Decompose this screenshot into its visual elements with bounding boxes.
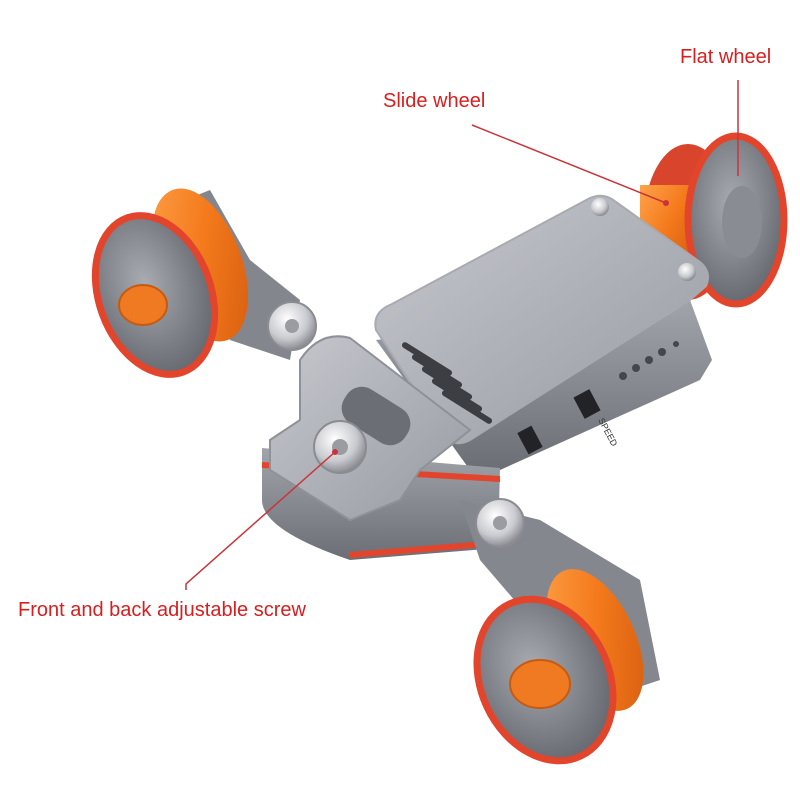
- left-wheel: [91, 188, 300, 378]
- left-wheel-knob-icon: [118, 284, 168, 326]
- indicator-lights: [619, 341, 679, 380]
- vent-slots: [401, 342, 493, 424]
- base-plate-orange-stripe-low: [350, 540, 498, 558]
- adjustment-slot: [341, 386, 411, 446]
- slide-wheel-leader-dot: [663, 200, 669, 206]
- adjustable-screw-label: Front and back adjustable screw: [18, 599, 306, 621]
- bottom-arm-screw-socket-icon: [493, 516, 507, 530]
- slide-wheel-label: Slide wheel: [383, 90, 486, 112]
- base-plate: [262, 335, 500, 560]
- direction-switch: [517, 425, 543, 455]
- left-arm-screw-socket-icon: [285, 319, 299, 333]
- flat-wheel-hub-center: [722, 186, 762, 258]
- flat-wheel-label: Flat wheel: [680, 46, 772, 68]
- flat-wheel-rim-front: [684, 132, 788, 308]
- adjustable-screw-leader-dot: [332, 449, 338, 455]
- housing-screw-right-icon: [678, 263, 696, 281]
- leader-lines: [185, 80, 739, 590]
- speed-switch: [573, 389, 601, 419]
- speed-switch-label: SPEED: [596, 416, 619, 448]
- housing-screw-top-icon: [591, 198, 609, 216]
- bottom-wheel: [460, 500, 660, 765]
- left-wheel-rim: [91, 212, 219, 378]
- bottom-wheel-rim: [473, 595, 617, 765]
- bottom-wheel-knob-icon: [509, 659, 571, 709]
- adjustable-screw-leader: [185, 451, 336, 590]
- slide-wheel-leader: [471, 124, 667, 204]
